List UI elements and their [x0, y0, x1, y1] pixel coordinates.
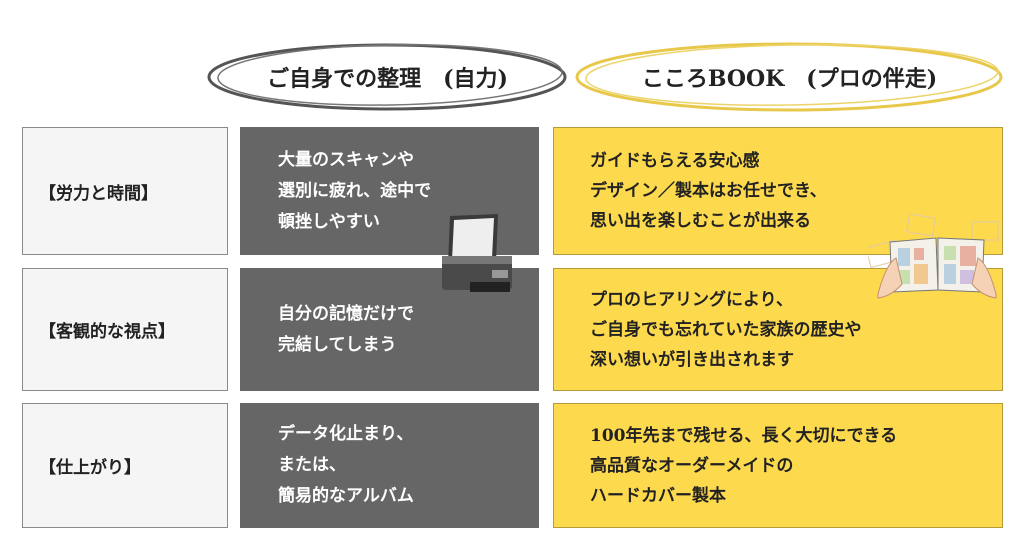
pro-effort: ガイドもらえる安心感デザイン／製本はお任せでき、思い出を楽しむことが出来る	[553, 127, 1003, 255]
row-label-result: 【仕上がり】	[22, 403, 228, 528]
photo-album-hands-icon	[868, 214, 999, 299]
text-line: データ化止まり、	[278, 424, 414, 444]
text-line: デザイン／製本はお任せでき、	[590, 181, 827, 201]
header-self: ご自身での整理 (自力)	[205, 42, 570, 112]
hand-drawn-oval-icon	[575, 42, 1003, 112]
text-line: 思い出を楽しむことが出来る	[590, 211, 811, 231]
row-label-effort: 【労力と時間】	[22, 127, 228, 255]
text-line: 高品質なオーダーメイドの	[590, 455, 794, 476]
text-line: 深い想いが引き出されます	[590, 349, 794, 370]
text-line: 完結してしまう	[278, 334, 397, 355]
header-pro-label: こころBOOK (プロの伴走)	[641, 66, 938, 92]
self-result: データ化止まり、または、簡易的なアルバム	[240, 403, 539, 528]
text-line: 頓挫しやすい	[278, 211, 380, 232]
text-line: ハードカバー製本	[590, 485, 726, 506]
text-line: 選別に疲れ、途中で	[278, 180, 432, 201]
text-line: 100年先まで残せる、長く大切にできる	[590, 425, 898, 446]
text-line: 自分の記憶だけで	[278, 303, 414, 324]
text-line: プロのヒアリングにより、	[590, 289, 793, 310]
text-line: または、	[278, 455, 346, 475]
self-effort: 大量のスキャンや選別に疲れ、途中で頓挫しやすい	[240, 127, 539, 255]
header-self-label: ご自身での整理 (自力)	[267, 66, 508, 92]
row-label-perspective: 【客観的な視点】	[22, 268, 228, 391]
text-line: 簡易的なアルバム	[278, 486, 414, 506]
text-line: ご自身でも忘れていた家族の歴史や	[590, 319, 862, 340]
text-line: 大量のスキャンや	[278, 149, 414, 170]
header-pro: こころBOOK (プロの伴走)	[573, 42, 1006, 112]
hand-drawn-oval-icon	[207, 43, 567, 111]
scanner-printer-icon	[442, 214, 512, 292]
pro-result: 100年先まで残せる、長く大切にできる高品質なオーダーメイドのハードカバー製本	[553, 403, 1003, 528]
text-line: ガイドもらえる安心感	[590, 151, 760, 171]
